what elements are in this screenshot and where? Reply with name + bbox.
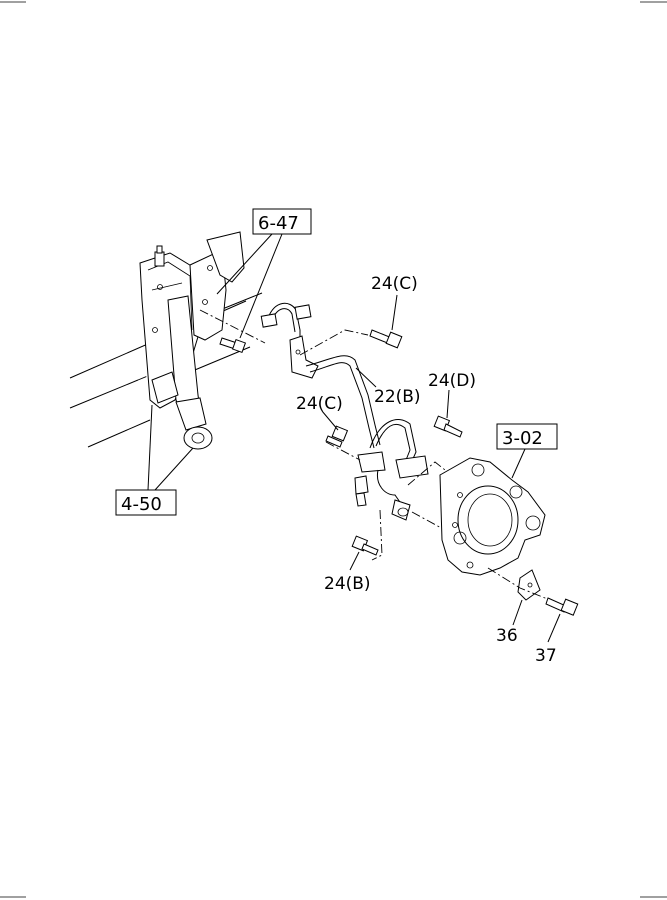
sensor-harness: [260, 302, 429, 521]
callout-24c-upper: 24(C): [371, 274, 418, 294]
callout-37: 37: [535, 646, 557, 666]
bolt-strut-bracket: [219, 337, 247, 354]
leader-dash: [325, 441, 361, 461]
callout-22b: 22(B): [374, 387, 421, 407]
bolt-24c-upper: [369, 329, 403, 349]
ref-label-3-02: 3-02: [502, 428, 543, 449]
bolt-24d: [433, 415, 463, 438]
bolt-24b: [351, 535, 379, 556]
leader-dash: [299, 329, 369, 356]
callout-24d: 24(D): [428, 371, 476, 391]
bolt-37: [545, 597, 579, 616]
ref-label-6-47: 6-47: [258, 213, 299, 234]
callout-24c-lower: 24(C): [296, 394, 343, 414]
leader-dash: [371, 509, 383, 561]
bolt-24c-lower: [325, 425, 349, 448]
ref-label-4-50: 4-50: [121, 494, 162, 515]
leader-dash: [411, 511, 446, 531]
bracket-36: [517, 569, 541, 601]
leader-dash: [407, 461, 446, 486]
ref-box-4-50: [115, 489, 177, 516]
leader-dash: [199, 309, 266, 344]
ref-box-3-02: [496, 423, 558, 450]
leader-dash: [487, 567, 551, 601]
callout-24b: 24(B): [324, 574, 371, 594]
strut-assembly: [139, 231, 245, 450]
knuckle-assembly: [439, 457, 546, 576]
leader-lines: [147, 233, 561, 643]
callout-36: 36: [496, 626, 518, 646]
